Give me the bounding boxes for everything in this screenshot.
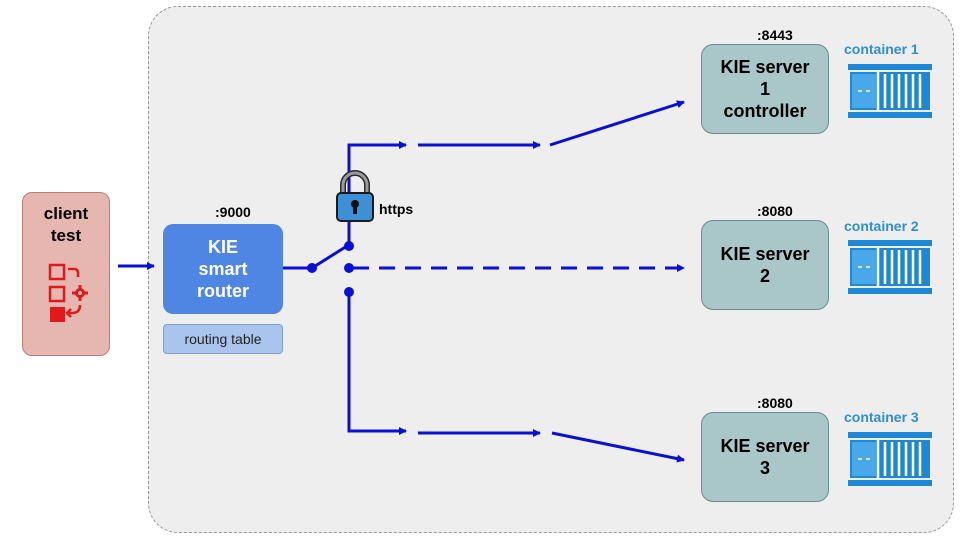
server-3-label-line1: KIE server bbox=[720, 436, 810, 456]
server-2-port-label: :8080 bbox=[757, 203, 793, 219]
router-label-line1: KIE bbox=[207, 237, 238, 257]
switch-contact-3-dot bbox=[344, 287, 354, 297]
client-test-box: client test bbox=[22, 192, 110, 356]
process-flow-icon bbox=[48, 263, 88, 322]
branch-1-arrow-c bbox=[549, 100, 685, 147]
server-3-label-line2: 3 bbox=[759, 458, 770, 478]
server-1-port-label: :8443 bbox=[757, 27, 793, 43]
client-label-line1: client bbox=[43, 204, 89, 223]
server-2-label-line1: KIE server bbox=[720, 244, 810, 264]
switch-pivot-dot bbox=[307, 263, 317, 273]
switch-blade-line bbox=[311, 244, 348, 270]
container-1-icon bbox=[848, 64, 932, 118]
server-1-label-line2: 1 bbox=[759, 79, 770, 99]
branch-3-arrow-c bbox=[551, 431, 685, 463]
kie-server-3-box: KIE server 3 bbox=[701, 412, 829, 502]
routing-table-label: routing table bbox=[184, 331, 262, 347]
client-label-line2: test bbox=[50, 226, 82, 245]
switch-contact-1-dot bbox=[344, 241, 354, 251]
server-1-label-line1: KIE server bbox=[720, 57, 810, 77]
container-1-label: container 1 bbox=[844, 41, 919, 57]
container-3-icon bbox=[848, 432, 932, 486]
routing-table-box: routing table bbox=[163, 324, 283, 354]
router-label-line3: router bbox=[196, 281, 249, 301]
container-2-label: container 2 bbox=[844, 218, 919, 234]
router-port-label: :9000 bbox=[215, 204, 251, 220]
kie-smart-router-box: KIE smart router bbox=[163, 224, 283, 314]
switch-contact-2-dot bbox=[344, 263, 354, 273]
kie-server-2-box: KIE server 2 bbox=[701, 220, 829, 310]
container-3-label: container 3 bbox=[844, 409, 919, 425]
branch-3-route bbox=[347, 292, 385, 433]
container-2-icon bbox=[848, 240, 932, 294]
https-label: https bbox=[379, 201, 414, 217]
server-1-label-line3: controller bbox=[723, 101, 807, 121]
router-label-line2: smart bbox=[198, 259, 248, 279]
lock-icon bbox=[336, 170, 374, 222]
kie-server-1-box: KIE server 1 controller bbox=[701, 44, 829, 134]
server-3-port-label: :8080 bbox=[757, 395, 793, 411]
server-2-label-line2: 2 bbox=[759, 266, 770, 286]
